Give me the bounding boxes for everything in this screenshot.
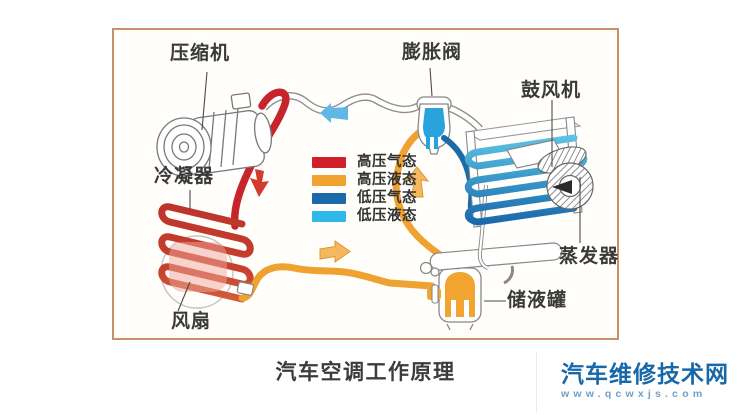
legend-swatch-light-blue [312,210,346,222]
liquid-pipe-to-valve [392,126,462,270]
fan-blur-overlay [169,242,227,292]
legend-swatch-orange [312,174,346,186]
label-blower: 鼓风机 [521,80,582,101]
flow-arrow-right-icon [319,240,351,263]
legend-label: 低压液态 [357,207,417,224]
return-pipe [261,92,483,132]
watermark-site-name: 汽车维修技术网 [561,361,729,387]
diagram-frame: 压缩机 膨胀阀 鼓风机 冷凝器 风扇 蒸发器 储液罐 高压气态 高压液态 低压气… [112,28,619,340]
ac-system-schematic [156,67,594,331]
flow-arrow-down-icon [250,169,269,197]
legend-item-low-pressure-gas: 低压气态 [312,189,417,206]
legend-label: 高压液态 [357,171,417,188]
legend-item-low-pressure-liquid: 低压液态 [312,207,417,224]
label-receiver-drier: 储液罐 [507,290,568,311]
leader-lines [177,67,581,312]
compressor-drawing [156,92,273,177]
watermark-site-url: www.qcwxjs.com [561,388,707,401]
watermark-separator [536,352,537,412]
flow-arrow-up-icon [404,166,430,198]
legend-label: 高压气态 [357,153,417,170]
label-evaporator: 蒸发器 [559,246,620,267]
legend-label: 低压气态 [357,189,417,206]
legend-swatch-dark-blue [312,192,346,204]
high-pressure-liquid-pipe [236,263,436,302]
legend-item-high-pressure-gas: 高压气态 [312,153,417,170]
expansion-valve-drawing [416,96,452,155]
legend: 高压气态 高压液态 低压气态 低压液态 [312,153,417,228]
condenser-coil [158,203,254,303]
watermark: 汽车维修技术网 www.qcwxjs.com [561,361,746,401]
label-compressor: 压缩机 [170,43,231,64]
label-fan: 风扇 [171,311,212,332]
label-expansion-valve: 膨胀阀 [402,42,463,63]
receiver-drier-drawing [427,260,482,331]
legend-swatch-red [312,156,346,168]
legend-item-high-pressure-liquid: 高压液态 [312,171,417,188]
label-condenser: 冷凝器 [154,166,215,187]
blower-drawing [506,139,594,210]
flow-arrow-left-icon [320,103,348,123]
diagram-title: 汽车空调工作原理 [275,361,456,384]
